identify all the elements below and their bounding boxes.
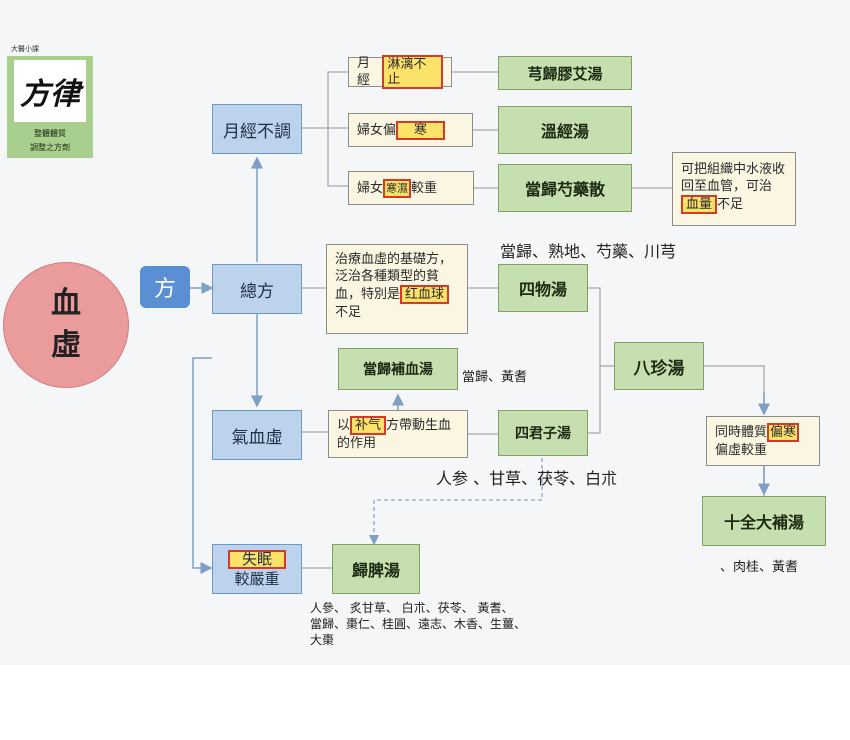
note-funv-hanshi: 婦女寒濕較重 (348, 171, 474, 205)
highlight-pianhan: 偏寒 (767, 423, 800, 442)
note-yuejing-linli: 月經淋漓不止 (348, 55, 452, 89)
fang-tag: 方 (140, 266, 190, 308)
node-zongfang: 總方 (212, 264, 302, 314)
formula-dangguishaoyao: 當歸芍藥散 (498, 164, 632, 212)
herbs-sijunzi: 人参 、甘草、茯苓、白朮 (436, 469, 618, 488)
formula-shiquan-dabu: 十全大補湯 (702, 496, 826, 546)
logo-calligraphy: 方律 (14, 60, 86, 122)
formula-wenjing: 溫經湯 (498, 106, 632, 154)
logo-line1: 整體體質 (34, 129, 66, 138)
shimian-text: 較嚴重 (234, 569, 280, 588)
herbs-siwu: 當歸、熟地、芍藥、川芎 (500, 242, 677, 261)
formula-bazhen: 八珍湯 (614, 342, 704, 390)
circle-char-1: 血 (51, 286, 81, 321)
formula-guipi: 歸脾湯 (332, 544, 420, 594)
herbs-guipi-line1: 人參、 炙甘草、 白朮、茯苓、 黃耆、 (310, 601, 514, 615)
xuexu-circle: 血 虛 (3, 262, 129, 388)
note-pianhan: 同時體質偏寒偏虛較重 (706, 416, 820, 466)
herbs-guipi-line2: 當歸、棗仁、桂圓、遠志、木香、生薑、 (310, 617, 527, 631)
highlight-hanshi: 寒濕 (383, 178, 412, 198)
diagram-canvas: 大醫小課 方律 整體體質 調整之方劑 血 虛 方 月經不調 總方 氣血虛 失眠 … (3, 44, 826, 647)
highlight-xueliang: 血量 (681, 195, 718, 214)
highlight-buqi: 补气 (350, 416, 387, 435)
connector-lines (190, 71, 770, 574)
note-jichufang: 治療血虛的基礎方，泛治各種類型的貧血，特別是红血球不足 (326, 244, 468, 334)
note-funv-pianhan: 婦女偏寒 (348, 113, 473, 147)
logo-caption: 大醫小課 (11, 45, 39, 53)
formula-siwu: 四物湯 (498, 264, 588, 312)
logo-line2: 調整之方劑 (30, 143, 70, 152)
logo-card: 大醫小課 方律 整體體質 調整之方劑 (7, 44, 93, 158)
note-buqi: 以补气方帶動生血的作用 (328, 410, 468, 458)
highlight-han: 寒 (396, 120, 446, 140)
formula-xiongguijiaoai: 芎歸膠艾湯 (498, 56, 632, 90)
herbs-guipi-line3: 大棗 (310, 633, 335, 647)
highlight-linli: 淋漓不止 (382, 55, 443, 89)
node-yuejing: 月經不調 (212, 104, 302, 154)
circle-char-2: 虛 (51, 328, 81, 363)
formula-sijunzi: 四君子湯 (498, 410, 588, 456)
note-shuiye: 可把組織中水液收回至血管，可治血量不足 (672, 152, 796, 226)
highlight-shimian: 失眠 (227, 549, 286, 569)
herbs-shiquan: 、肉桂、黃耆 (720, 560, 799, 575)
formula-danggui-buxue: 當歸補血湯 (338, 348, 458, 390)
herbs-danggui-buxue: 當歸、黃耆 (462, 370, 528, 385)
node-shimian: 失眠 較嚴重 (212, 544, 302, 594)
logo-panel: 方律 整體體質 調整之方劑 (7, 56, 93, 158)
highlight-hongxueqiu: 红血球 (400, 285, 450, 304)
node-qixuexu: 氣血虛 (212, 410, 302, 460)
